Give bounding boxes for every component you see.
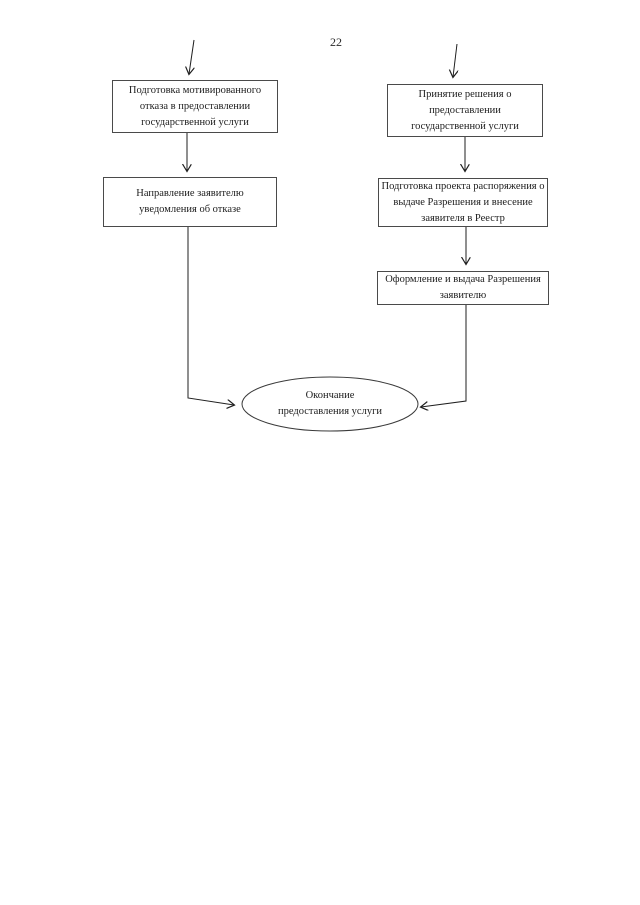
arrow-issue-to-end (421, 305, 467, 407)
flow-node-prep-refusal: Подготовка мотивированного отказа в пред… (112, 80, 278, 133)
node-text-line: выдаче Разрешения и внесение (393, 196, 533, 208)
flow-node-draft-order: Подготовка проекта распоряжения о выдаче… (378, 178, 548, 227)
arrow-into-prep-refusal (189, 39, 195, 74)
node-text-line: Подготовка проекта распоряжения о (381, 180, 545, 192)
node-text-line: Подготовка мотивированного (128, 84, 262, 96)
node-text-line: отказа в предоставлении (139, 100, 251, 112)
arrow-notify-to-end (187, 227, 234, 405)
node-text-line: предоставления услуги (277, 406, 383, 417)
flow-node-notify-refusal: Направление заявителю уведомления об отк… (103, 177, 277, 227)
flow-node-end-terminal: Окончание предоставления услуги (242, 378, 418, 430)
node-text-line: Направление заявителю (136, 188, 244, 199)
arrow-into-decision-grant (453, 43, 457, 77)
node-text-line: Окончание (305, 390, 355, 401)
flow-node-issue-permit: Оформление и выдача Разрешения заявителю (377, 271, 549, 305)
node-text-line: заявителю (439, 290, 487, 301)
node-text-line: предоставлении (429, 104, 501, 116)
node-text-line: Принятие решения о (418, 88, 512, 100)
node-text-line: Оформление и выдача Разрешения (385, 274, 541, 285)
node-text-line: государственной услуги (141, 116, 249, 128)
node-text-line: уведомления об отказе (139, 204, 241, 215)
page-number: 22 (330, 35, 342, 49)
node-text-line: государственной услуги (411, 120, 519, 132)
flow-node-decision-grant: Принятие решения о предоставлении госуда… (387, 84, 543, 137)
node-text-line: заявителя в Реестр (421, 212, 505, 224)
